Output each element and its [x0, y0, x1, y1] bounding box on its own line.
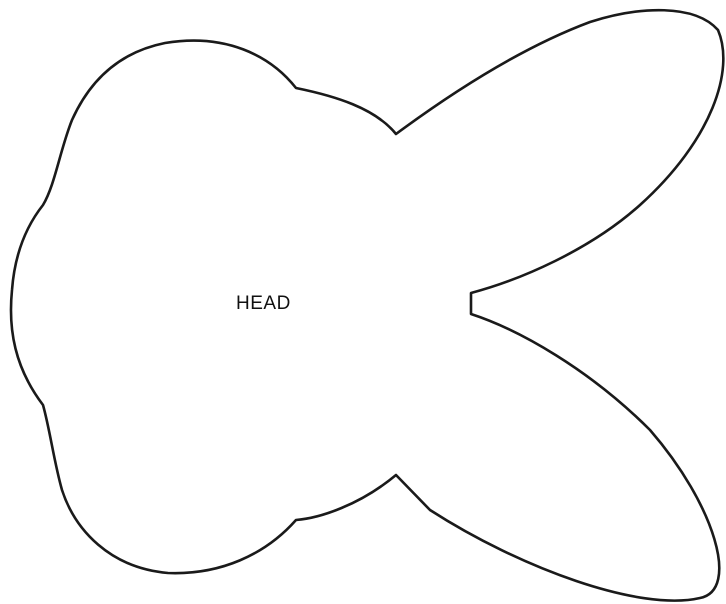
head-label: HEAD: [236, 294, 291, 313]
head-ears-shape: [11, 10, 723, 600]
